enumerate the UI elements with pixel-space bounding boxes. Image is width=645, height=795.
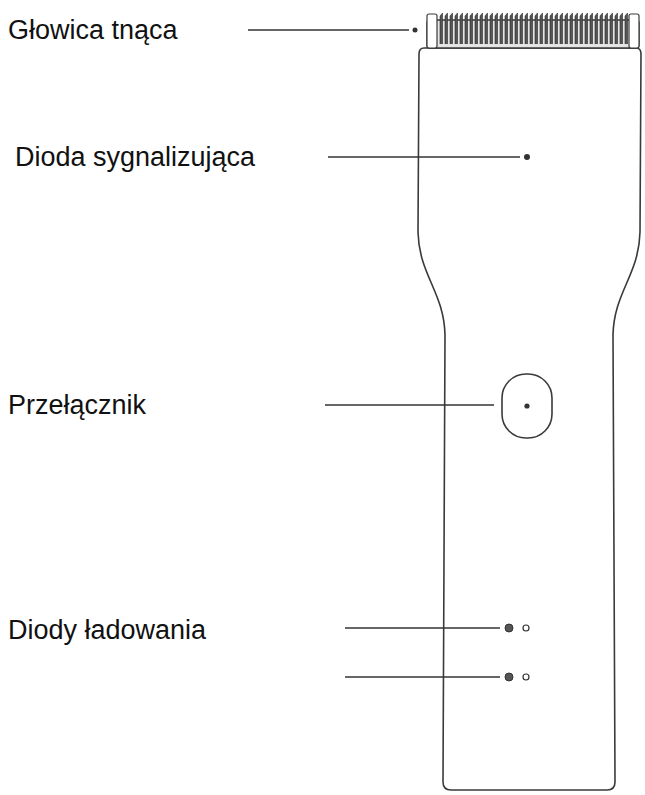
blade-tooth bbox=[510, 13, 513, 44]
indicator-led bbox=[524, 154, 530, 160]
blade-tooth bbox=[460, 13, 463, 44]
blade-tooth bbox=[595, 13, 598, 44]
leader-dot bbox=[413, 28, 418, 33]
blade-tooth bbox=[530, 13, 533, 44]
blade-tooth bbox=[505, 13, 508, 44]
blade-tooth bbox=[465, 13, 468, 44]
blade-tooth bbox=[540, 13, 543, 44]
blade-tooth bbox=[590, 13, 593, 44]
blade-tooth bbox=[555, 13, 558, 44]
part-label: Diody ładowania bbox=[8, 614, 206, 646]
blade-tooth bbox=[500, 13, 503, 44]
part-label: Przełącznik bbox=[8, 389, 146, 421]
blade-teeth bbox=[440, 13, 628, 44]
blade-tooth bbox=[565, 13, 568, 44]
blade-tooth bbox=[440, 13, 443, 44]
blade-tooth bbox=[490, 13, 493, 44]
blade-tooth bbox=[585, 13, 588, 44]
leader-lines bbox=[248, 30, 520, 677]
part-label: Głowica tnąca bbox=[8, 14, 178, 46]
blade-tooth bbox=[475, 13, 478, 44]
clipper-body bbox=[418, 48, 641, 790]
blade-tooth bbox=[605, 13, 608, 44]
charging-led bbox=[523, 674, 529, 680]
blade-tooth bbox=[610, 13, 613, 44]
blade-tooth bbox=[580, 13, 583, 44]
blade-tooth bbox=[515, 13, 518, 44]
blade-tooth bbox=[560, 13, 563, 44]
charging-led bbox=[505, 624, 513, 632]
part-label: Dioda sygnalizująca bbox=[15, 141, 255, 173]
leader-line bbox=[345, 627, 500, 628]
blade-tooth bbox=[525, 13, 528, 44]
blade-tooth bbox=[570, 13, 573, 44]
leader-line bbox=[345, 676, 500, 677]
blade-tooth bbox=[575, 13, 578, 44]
charging-led bbox=[523, 625, 529, 631]
blade-tooth bbox=[495, 13, 498, 44]
blade-tooth bbox=[455, 13, 458, 44]
power-switch bbox=[502, 374, 552, 438]
blade-tooth bbox=[550, 13, 553, 44]
leader-line bbox=[328, 156, 520, 157]
blade-tooth bbox=[625, 13, 628, 44]
switch-dot bbox=[524, 403, 529, 408]
blade-tooth bbox=[445, 13, 448, 44]
blade-tooth bbox=[600, 13, 603, 44]
blade-end-left bbox=[427, 14, 437, 48]
leader-line bbox=[248, 29, 409, 30]
blade-tooth bbox=[485, 13, 488, 44]
blade-tooth bbox=[520, 13, 523, 44]
blade-tooth bbox=[480, 13, 483, 44]
blade-tooth bbox=[470, 13, 473, 44]
leader-line bbox=[325, 404, 494, 405]
blade-end-right bbox=[629, 14, 639, 48]
blade-tooth bbox=[535, 13, 538, 44]
blade-tooth bbox=[615, 13, 618, 44]
charging-led bbox=[505, 673, 513, 681]
blade-tooth bbox=[545, 13, 548, 44]
blade-tooth bbox=[620, 13, 623, 44]
blade-tooth bbox=[450, 13, 453, 44]
